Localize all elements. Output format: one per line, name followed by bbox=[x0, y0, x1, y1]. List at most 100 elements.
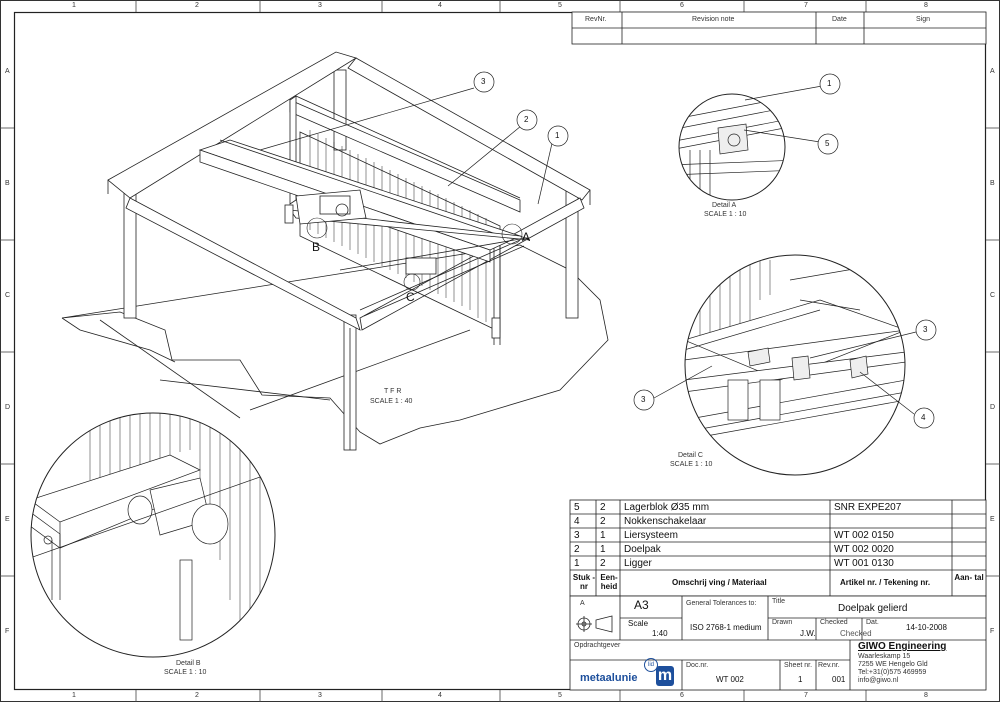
row-label: B bbox=[990, 180, 995, 187]
row-label: F bbox=[5, 628, 10, 635]
detail-c-label: Detail C bbox=[678, 452, 703, 459]
rev-value: 001 bbox=[832, 675, 846, 684]
date-label: Dat. bbox=[866, 619, 879, 626]
balloon-1: 1 bbox=[555, 131, 560, 140]
row-label: C bbox=[5, 292, 11, 299]
bom-row-desc: Lagerblok Ø35 mm bbox=[624, 502, 710, 513]
detail-c-view bbox=[633, 254, 937, 476]
projection-label: A bbox=[580, 600, 585, 607]
balloon-3: 3 bbox=[481, 77, 486, 86]
col-label: 7 bbox=[804, 2, 808, 9]
bom-row-qty: 2 bbox=[600, 558, 606, 569]
col-label: 6 bbox=[680, 692, 684, 699]
detail-a-view bbox=[678, 73, 841, 201]
metaalunie-logo: metaalunie lid m bbox=[580, 658, 676, 688]
bom-row-desc: Nokkenschakelaar bbox=[624, 516, 707, 527]
balloon-4: 4 bbox=[921, 413, 926, 422]
detail-b-label: Detail B bbox=[176, 660, 201, 667]
logo-m-icon: m bbox=[656, 666, 674, 686]
tolerances-value: ISO 2768-1 medium bbox=[690, 623, 762, 632]
col-label: 5 bbox=[558, 2, 562, 9]
detail-a-scale: SCALE 1 : 10 bbox=[704, 211, 747, 218]
bom-row-art: WT 001 0130 bbox=[834, 558, 894, 569]
bom-header-desc: Omschrij ving / Materiaal bbox=[672, 578, 767, 587]
bom-row-num: 3 bbox=[574, 530, 580, 541]
company-address-line: Waarleskamp 15 bbox=[858, 653, 911, 660]
row-label: D bbox=[5, 404, 11, 411]
doc-value: WT 002 bbox=[716, 675, 744, 684]
main-view-scale: SCALE 1 : 40 bbox=[370, 398, 413, 405]
row-label: D bbox=[990, 404, 996, 411]
drawn-label: Drawn bbox=[772, 619, 793, 626]
revision-header-revnr: RevNr. bbox=[585, 16, 607, 23]
row-label: E bbox=[990, 516, 995, 523]
scale-label: Scale bbox=[628, 619, 649, 628]
scale-value: 1:40 bbox=[652, 629, 668, 638]
bom-row-art: WT 002 0020 bbox=[834, 544, 894, 555]
bom-header-art: Artikel nr. / Tekening nr. bbox=[840, 578, 931, 587]
bom-row-num: 2 bbox=[574, 544, 580, 555]
company-address-line: 7255 WE Hengelo Gld bbox=[858, 661, 928, 668]
sheet-value: 1 bbox=[798, 675, 803, 684]
bom-row-qty: 1 bbox=[600, 544, 606, 555]
col-label: 6 bbox=[680, 2, 684, 9]
revision-header-sign: Sign bbox=[916, 16, 931, 23]
col-label: 4 bbox=[438, 692, 442, 699]
detail-b-view bbox=[30, 412, 276, 658]
date-value: 14-10-2008 bbox=[906, 623, 947, 632]
bom-header-aantal: Aan- tal bbox=[954, 573, 984, 582]
revision-table bbox=[571, 11, 987, 45]
bom-header-eenheid: Een- heid bbox=[600, 573, 618, 591]
col-label: 5 bbox=[558, 692, 562, 699]
marker-c: C bbox=[406, 290, 415, 304]
detail-b-scale: SCALE 1 : 10 bbox=[164, 669, 207, 676]
main-isometric-view bbox=[61, 51, 609, 451]
sheet-format: A3 bbox=[634, 598, 649, 612]
revision-header-date: Date bbox=[832, 16, 847, 23]
bom-row-qty: 1 bbox=[600, 530, 606, 541]
balloon-2: 2 bbox=[524, 115, 529, 124]
row-label: F bbox=[990, 628, 995, 635]
col-label: 1 bbox=[72, 2, 76, 9]
col-label: 8 bbox=[924, 692, 928, 699]
row-label: C bbox=[990, 292, 996, 299]
title-block bbox=[569, 595, 987, 691]
balloon-1-detail-a: 1 bbox=[827, 79, 832, 88]
balloon-5: 5 bbox=[825, 139, 830, 148]
col-label: 3 bbox=[318, 692, 322, 699]
detail-a-label: Detail A bbox=[712, 202, 737, 209]
company-address-line: Tel:+31(0)575 469959 bbox=[858, 669, 927, 676]
bom-row-desc: Doelpak bbox=[624, 544, 661, 555]
tolerances-label: General Tolerances to: bbox=[686, 600, 757, 607]
bom-row-num: 4 bbox=[574, 516, 580, 527]
balloon-3-detail-c-left: 3 bbox=[641, 395, 646, 404]
logo-badge: lid bbox=[644, 658, 658, 672]
title-label: Title bbox=[772, 598, 785, 605]
col-label: 1 bbox=[72, 692, 76, 699]
bom-row-qty: 2 bbox=[600, 502, 606, 513]
row-label: A bbox=[5, 68, 10, 75]
drawn-value: J.W. bbox=[800, 629, 816, 638]
rev-label: Rev.nr. bbox=[818, 662, 840, 669]
sheet-label: Sheet nr. bbox=[784, 662, 813, 669]
doc-label: Doc.nr. bbox=[686, 662, 709, 669]
client-label: Opdrachtgever bbox=[574, 642, 621, 649]
checked-value: Checked bbox=[840, 629, 872, 638]
logo-text: metaalunie bbox=[580, 672, 638, 684]
col-label: 7 bbox=[804, 692, 808, 699]
bom-row-num: 1 bbox=[574, 558, 580, 569]
bom-header-stuk: Stuk - nr bbox=[572, 573, 596, 591]
bom-row-art: SNR EXPE207 bbox=[834, 502, 902, 513]
company-address-line: info@giwo.nl bbox=[858, 677, 899, 684]
bom-row-desc: Liersysteem bbox=[624, 530, 678, 541]
checked-label: Checked bbox=[820, 619, 848, 626]
main-view-label: T F R bbox=[384, 388, 402, 395]
row-label: E bbox=[5, 516, 10, 523]
marker-a: A bbox=[522, 230, 531, 244]
bom-row-desc: Ligger bbox=[624, 558, 652, 569]
bom-row-art: WT 002 0150 bbox=[834, 530, 894, 541]
company-name: GIWO Engineering bbox=[858, 641, 947, 652]
col-label: 2 bbox=[195, 2, 199, 9]
